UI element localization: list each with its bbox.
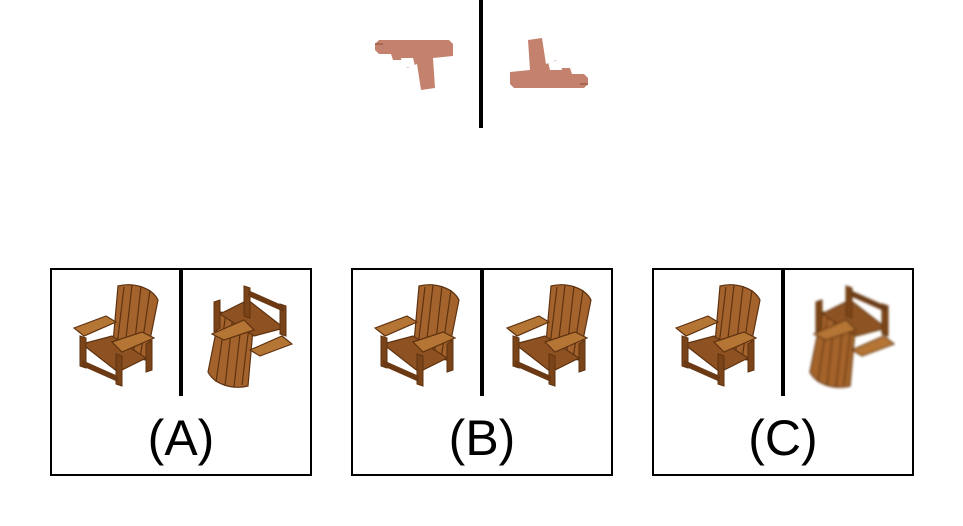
option-a-divider [179, 270, 183, 396]
option-c-label: (C) [748, 410, 818, 466]
option-c-divider [781, 270, 785, 396]
chair-icon [674, 280, 764, 390]
option-a-label: (A) [147, 410, 215, 466]
chair-icon [72, 280, 162, 390]
option-b-label: (B) [448, 410, 516, 466]
option-b[interactable]: (B) [351, 268, 613, 476]
option-a[interactable]: (A) [50, 268, 312, 476]
pistol-icon [373, 34, 457, 94]
chair-flipped-icon [204, 282, 294, 392]
option-b-divider [480, 270, 484, 396]
chair-icon [505, 280, 595, 390]
pistol-rotated-icon [506, 34, 590, 94]
chair-icon [373, 280, 463, 390]
option-c[interactable]: (C) [652, 268, 914, 476]
example-divider [479, 0, 483, 128]
chair-flipped-blurred-icon [806, 282, 896, 392]
